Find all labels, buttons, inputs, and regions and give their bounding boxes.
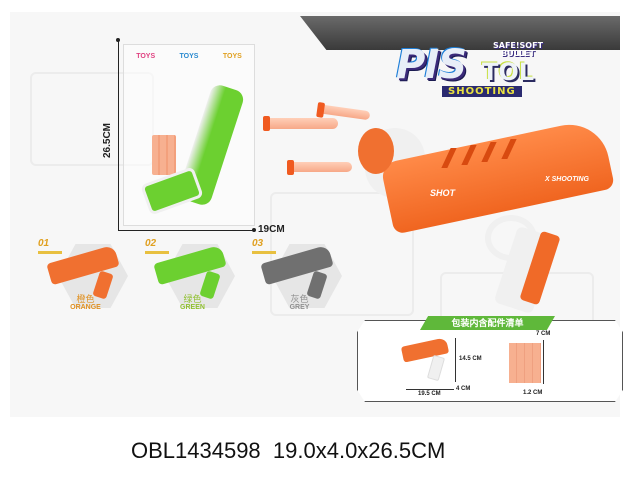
dart-length-line — [543, 340, 544, 384]
tagline-bottom: BULLET — [501, 49, 535, 58]
dart-diameter-label: 1.2 CM — [523, 390, 543, 396]
gun-side-text: SHOT — [430, 188, 456, 198]
package-header: TOYS TOYS TOYS — [124, 45, 254, 67]
package-height-label: 26.5CM — [102, 122, 113, 158]
logo-tagline: SAFE!SOFT BULLET — [493, 42, 543, 58]
variant-underline — [252, 251, 276, 254]
variant-green: 02 绿色 GREEN — [145, 238, 240, 318]
foam-dart — [263, 116, 338, 131]
logo-title-small: TOL — [482, 58, 535, 86]
variant-underline — [38, 251, 62, 254]
contents-title: 包装内含配件清单 — [420, 316, 555, 330]
variant-label-en: GREEN — [180, 304, 205, 311]
package-gun-grip — [140, 166, 204, 216]
gun-badge-text: X SHOOTING — [545, 176, 589, 183]
main-gun-muzzle — [358, 128, 394, 174]
dimension-dot — [116, 38, 120, 42]
variant-number: 01 — [38, 238, 50, 249]
gun-depth-label: 4 CM — [456, 386, 471, 392]
contents-darts — [509, 343, 541, 383]
gun-length-label: 19.5 CM — [418, 391, 441, 397]
foam-dart — [287, 160, 352, 175]
variant-label-cn: 绿色 — [183, 294, 202, 304]
gun-length-line — [406, 389, 454, 390]
variant-number: 02 — [145, 238, 157, 249]
package-darts — [152, 135, 176, 175]
package-bag: TOYS TOYS TOYS — [123, 44, 255, 226]
item-code: OBL1434598 — [131, 438, 261, 463]
dart-tip — [287, 160, 294, 175]
variant-underline — [145, 251, 169, 254]
variant-number: 03 — [252, 238, 264, 249]
dart-length-label: 7 CM — [536, 331, 551, 337]
gun-height-line — [455, 338, 456, 382]
header-banner — [300, 16, 620, 50]
dimension-dot — [252, 228, 256, 232]
product-caption: OBL1434598 19.0x4.0x26.5CM — [131, 438, 445, 464]
gun-height-label: 14.5 CM — [459, 356, 482, 362]
variant-grey: 03 灰色 GREY — [252, 238, 347, 318]
dart-tip — [263, 116, 270, 131]
variant-label-cn: 灰色 — [290, 294, 309, 304]
logo-title-big: PIS — [396, 42, 467, 88]
variant-orange: 01 橙色 ORANGE — [38, 238, 133, 318]
dimension-line-horizontal — [118, 230, 254, 231]
variant-label-en: GREY — [289, 304, 310, 311]
tagline-top: SAFE!SOFT — [493, 41, 544, 50]
item-size: 19.0x4.0x26.5CM — [272, 438, 446, 463]
variant-label-en: ORANGE — [70, 304, 101, 311]
dimension-line-vertical — [118, 40, 119, 230]
package-width-label: 19CM — [258, 224, 285, 235]
brand-label: TOYS — [136, 52, 156, 60]
brand-label: TOYS — [222, 52, 242, 60]
pistol-logo: PIS TOL SAFE!SOFT BULLET SHOOTING — [390, 28, 560, 100]
product-image — [10, 12, 620, 417]
variant-label-cn: 橙色 — [76, 294, 95, 304]
package-contents-box — [357, 320, 623, 402]
brand-label: TOYS — [179, 52, 199, 60]
background-pattern — [270, 192, 414, 316]
logo-subtitle: SHOOTING — [442, 86, 522, 97]
